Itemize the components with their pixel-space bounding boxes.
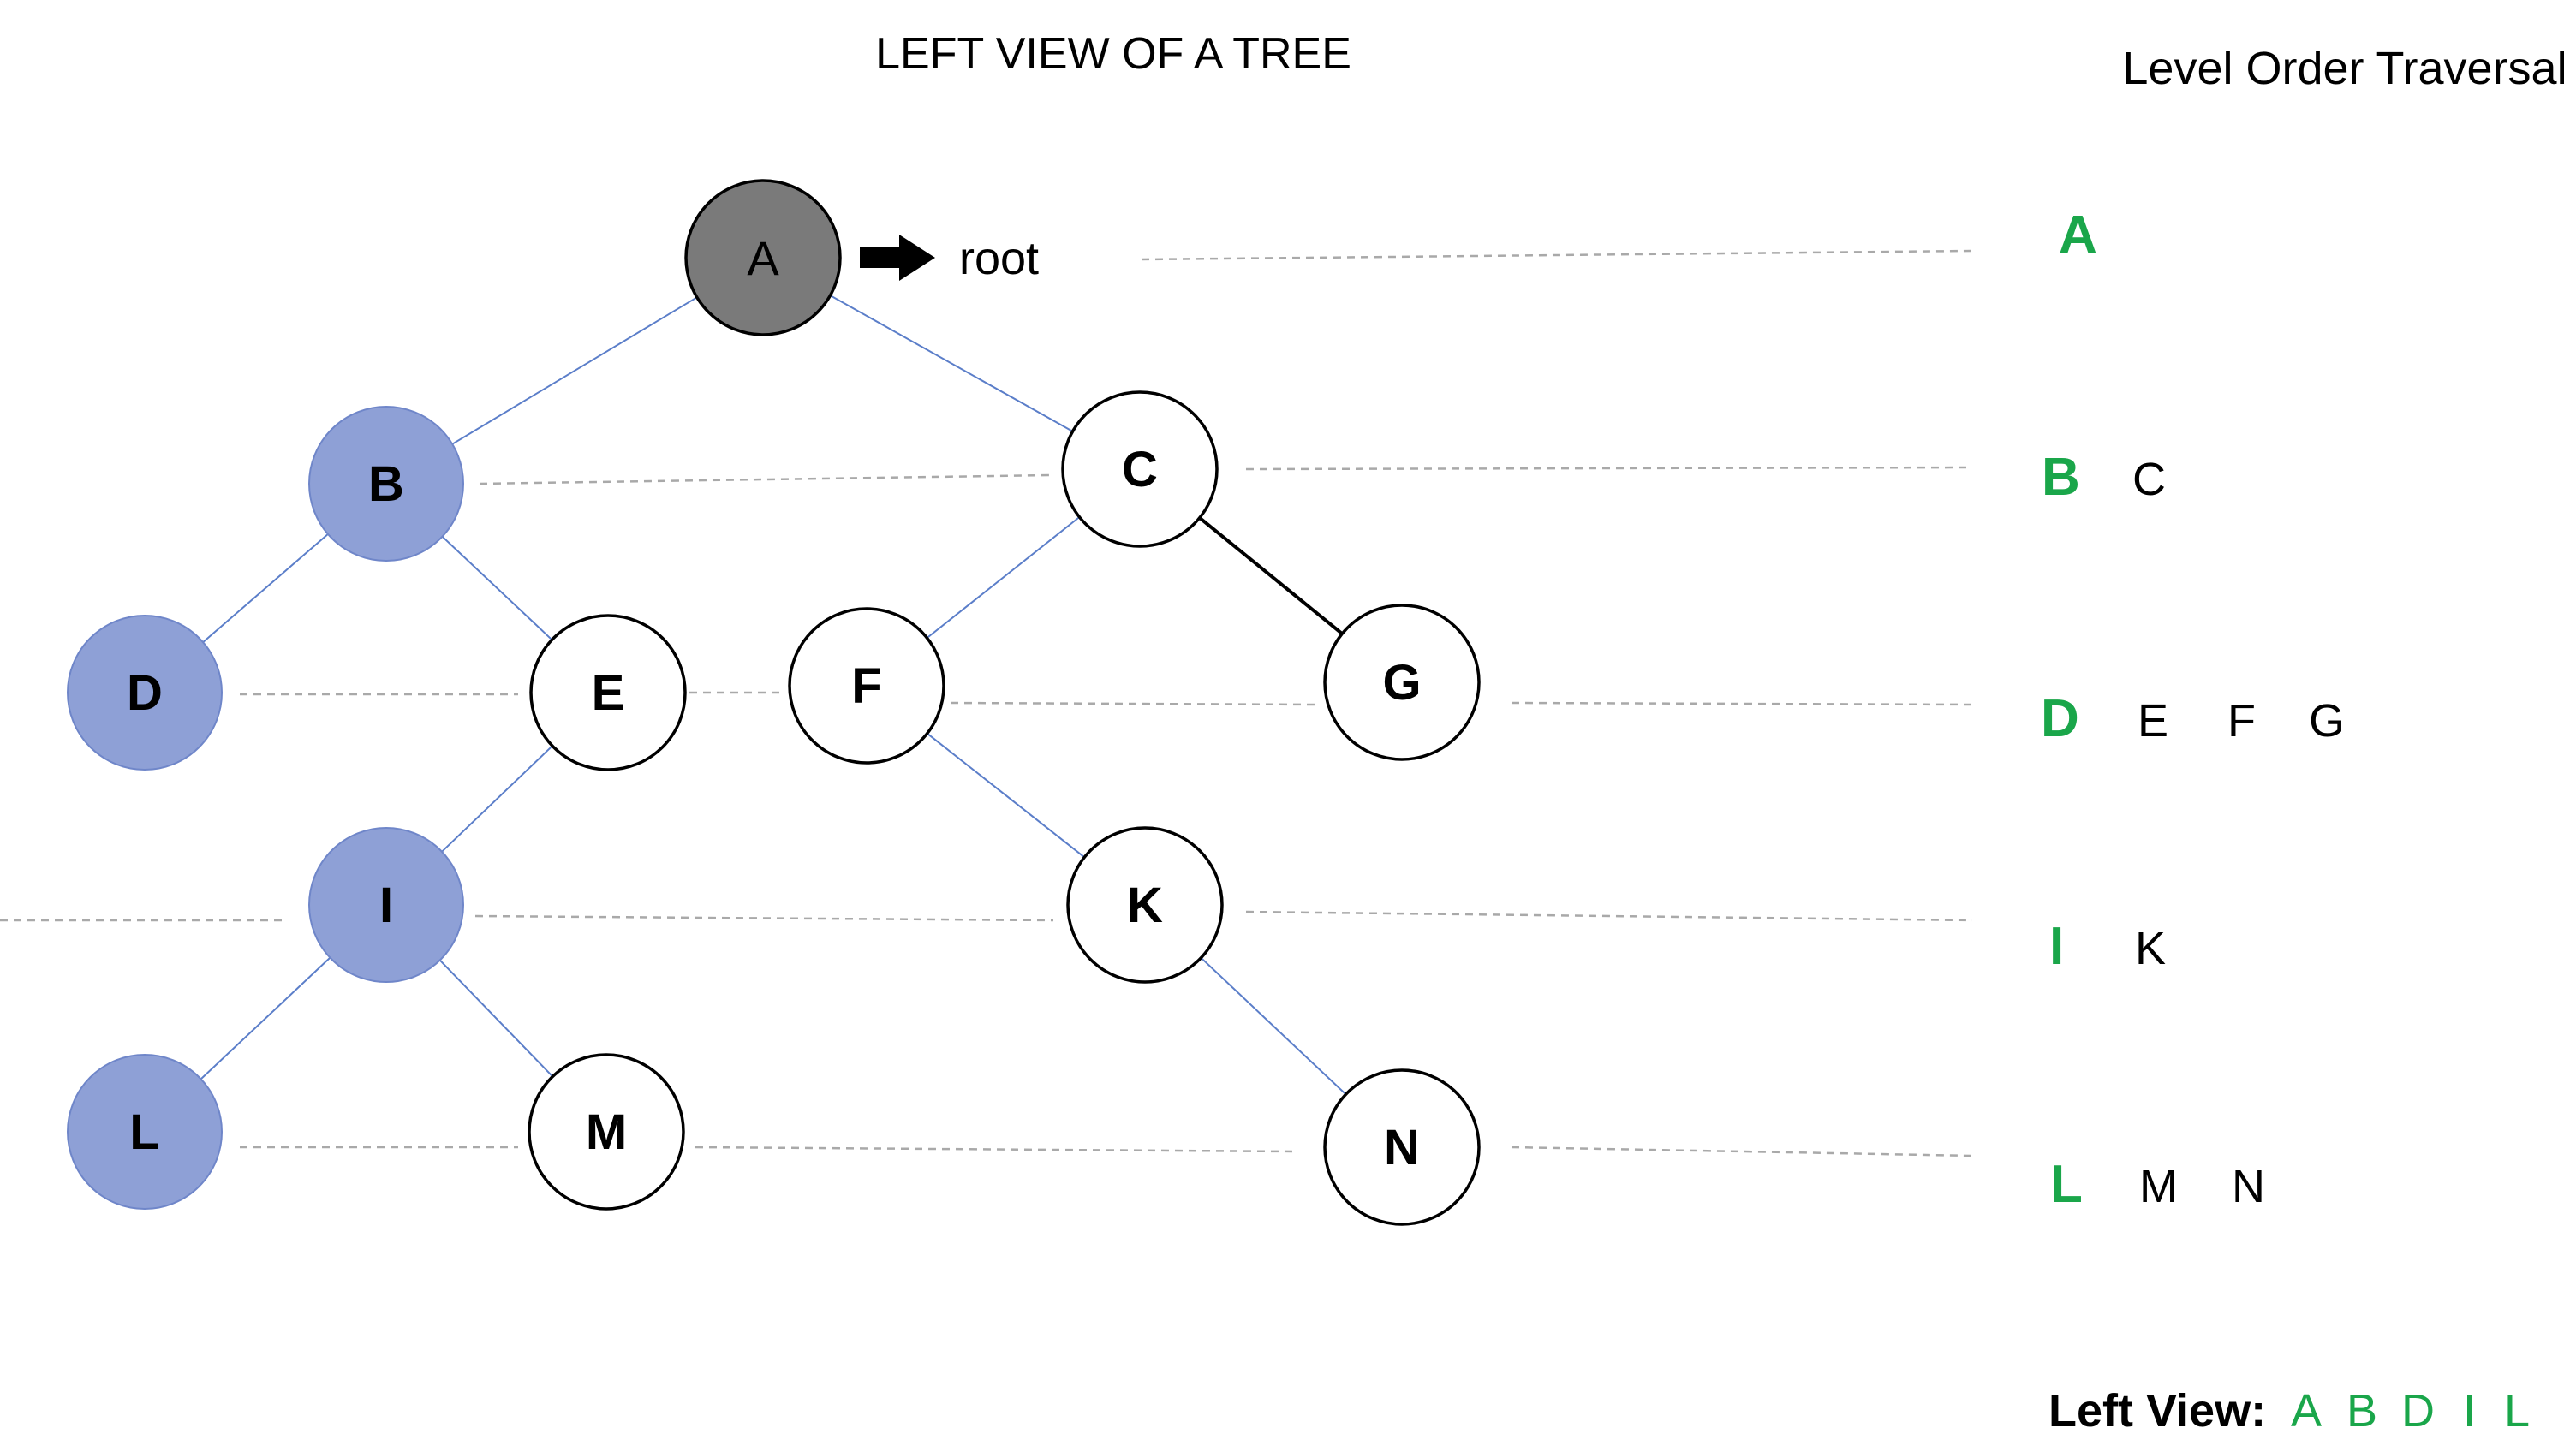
guide-line-13: [1511, 1146, 1973, 1157]
level-guide-lines: [0, 249, 1973, 1157]
node-circle-g: [1323, 604, 1481, 761]
edge-I-M: [438, 959, 554, 1078]
node-label-e: E: [592, 665, 625, 721]
guide-line-2: [479, 473, 1050, 485]
tree-nodes: A B C D E F G I K L M N: [67, 179, 1481, 1226]
level-first-node: I: [2049, 917, 2064, 976]
root-label: root: [959, 233, 1039, 284]
tree-node-g: G: [1323, 604, 1481, 761]
node-label-n: N: [1384, 1120, 1420, 1175]
guide-line-6: [950, 701, 1315, 706]
diagram-title: LEFT VIEW OF A TREE: [875, 29, 1351, 79]
node-circle-k: [1066, 826, 1224, 984]
guide-line-3: [1245, 466, 1973, 471]
edge-F-K: [927, 732, 1085, 859]
guide-line-12: [695, 1146, 1294, 1153]
tree-node-f: F: [788, 607, 945, 765]
left-view-label: Left View:: [2048, 1385, 2266, 1437]
node-label-f: F: [851, 658, 881, 714]
tree-node-a: A: [684, 179, 842, 336]
tree-node-c: C: [1061, 390, 1219, 548]
level-node: E: [2138, 695, 2168, 747]
level-node: G: [2309, 695, 2345, 747]
tree-node-i: I: [308, 827, 464, 983]
tree-node-m: M: [528, 1053, 685, 1211]
level-first-node: A: [2059, 205, 2097, 265]
edge-B-E: [441, 535, 553, 641]
node-circle-b: [308, 406, 464, 562]
node-circle-l: [67, 1054, 223, 1210]
left-view-value: L: [2504, 1385, 2530, 1437]
tree-node-l: L: [67, 1054, 223, 1210]
edge-A-C: [830, 295, 1073, 432]
left-view-value: D: [2401, 1385, 2435, 1437]
edge-K-N: [1200, 957, 1347, 1095]
edge-C-F: [926, 516, 1081, 639]
node-label-d: D: [127, 665, 163, 721]
level-first-node: D: [2041, 689, 2079, 748]
node-circle-a: [684, 179, 842, 336]
tree-edges: [200, 295, 1347, 1095]
level-row-5: L M N: [2050, 1155, 2265, 1214]
left-view-value: I: [2463, 1385, 2476, 1437]
node-label-m: M: [586, 1104, 627, 1160]
node-label-i: I: [379, 878, 393, 933]
level-row-3: D E F G: [2041, 689, 2345, 748]
edge-I-L: [200, 956, 331, 1080]
node-label-b: B: [368, 456, 404, 512]
node-label-k: K: [1127, 878, 1163, 933]
guide-line-9: [474, 914, 1054, 922]
level-first-node: B: [2042, 448, 2080, 507]
edge-C-G: [1198, 516, 1344, 635]
level-node: C: [2132, 454, 2166, 505]
node-circle-m: [528, 1053, 685, 1211]
node-circle-f: [788, 607, 945, 765]
level-node: M: [2139, 1161, 2178, 1212]
guide-line-10: [1245, 910, 1973, 922]
node-circle-d: [67, 615, 223, 771]
node-circle-e: [529, 614, 687, 771]
tree-node-d: D: [67, 615, 223, 771]
tree-node-b: B: [308, 406, 464, 562]
root-pointer: root: [860, 233, 1039, 284]
guide-line-7: [1511, 701, 1973, 706]
edge-B-D: [202, 533, 329, 643]
node-label-g: G: [1382, 655, 1421, 711]
tree-node-k: K: [1066, 826, 1224, 984]
left-view-value: B: [2346, 1385, 2377, 1437]
level-node: K: [2135, 923, 2166, 974]
level-first-node: L: [2050, 1155, 2083, 1214]
traversal-heading: Level Order Traversal: [2122, 43, 2567, 94]
right-arrow-icon: [860, 235, 935, 281]
node-label-a: A: [747, 231, 779, 285]
guide-line-1: [1141, 249, 1973, 261]
level-node: F: [2227, 695, 2256, 747]
level-row-1: A: [2059, 205, 2097, 265]
level-node: N: [2232, 1161, 2265, 1212]
edge-A-B: [451, 296, 698, 445]
left-view-value: A: [2291, 1385, 2322, 1437]
node-circle-i: [308, 827, 464, 983]
node-label-l: L: [129, 1104, 159, 1160]
node-circle-c: [1061, 390, 1219, 548]
tree-node-n: N: [1323, 1068, 1481, 1226]
tree-node-e: E: [529, 614, 687, 771]
node-circle-n: [1323, 1068, 1481, 1226]
edge-E-I: [441, 745, 553, 853]
node-label-c: C: [1122, 442, 1158, 497]
